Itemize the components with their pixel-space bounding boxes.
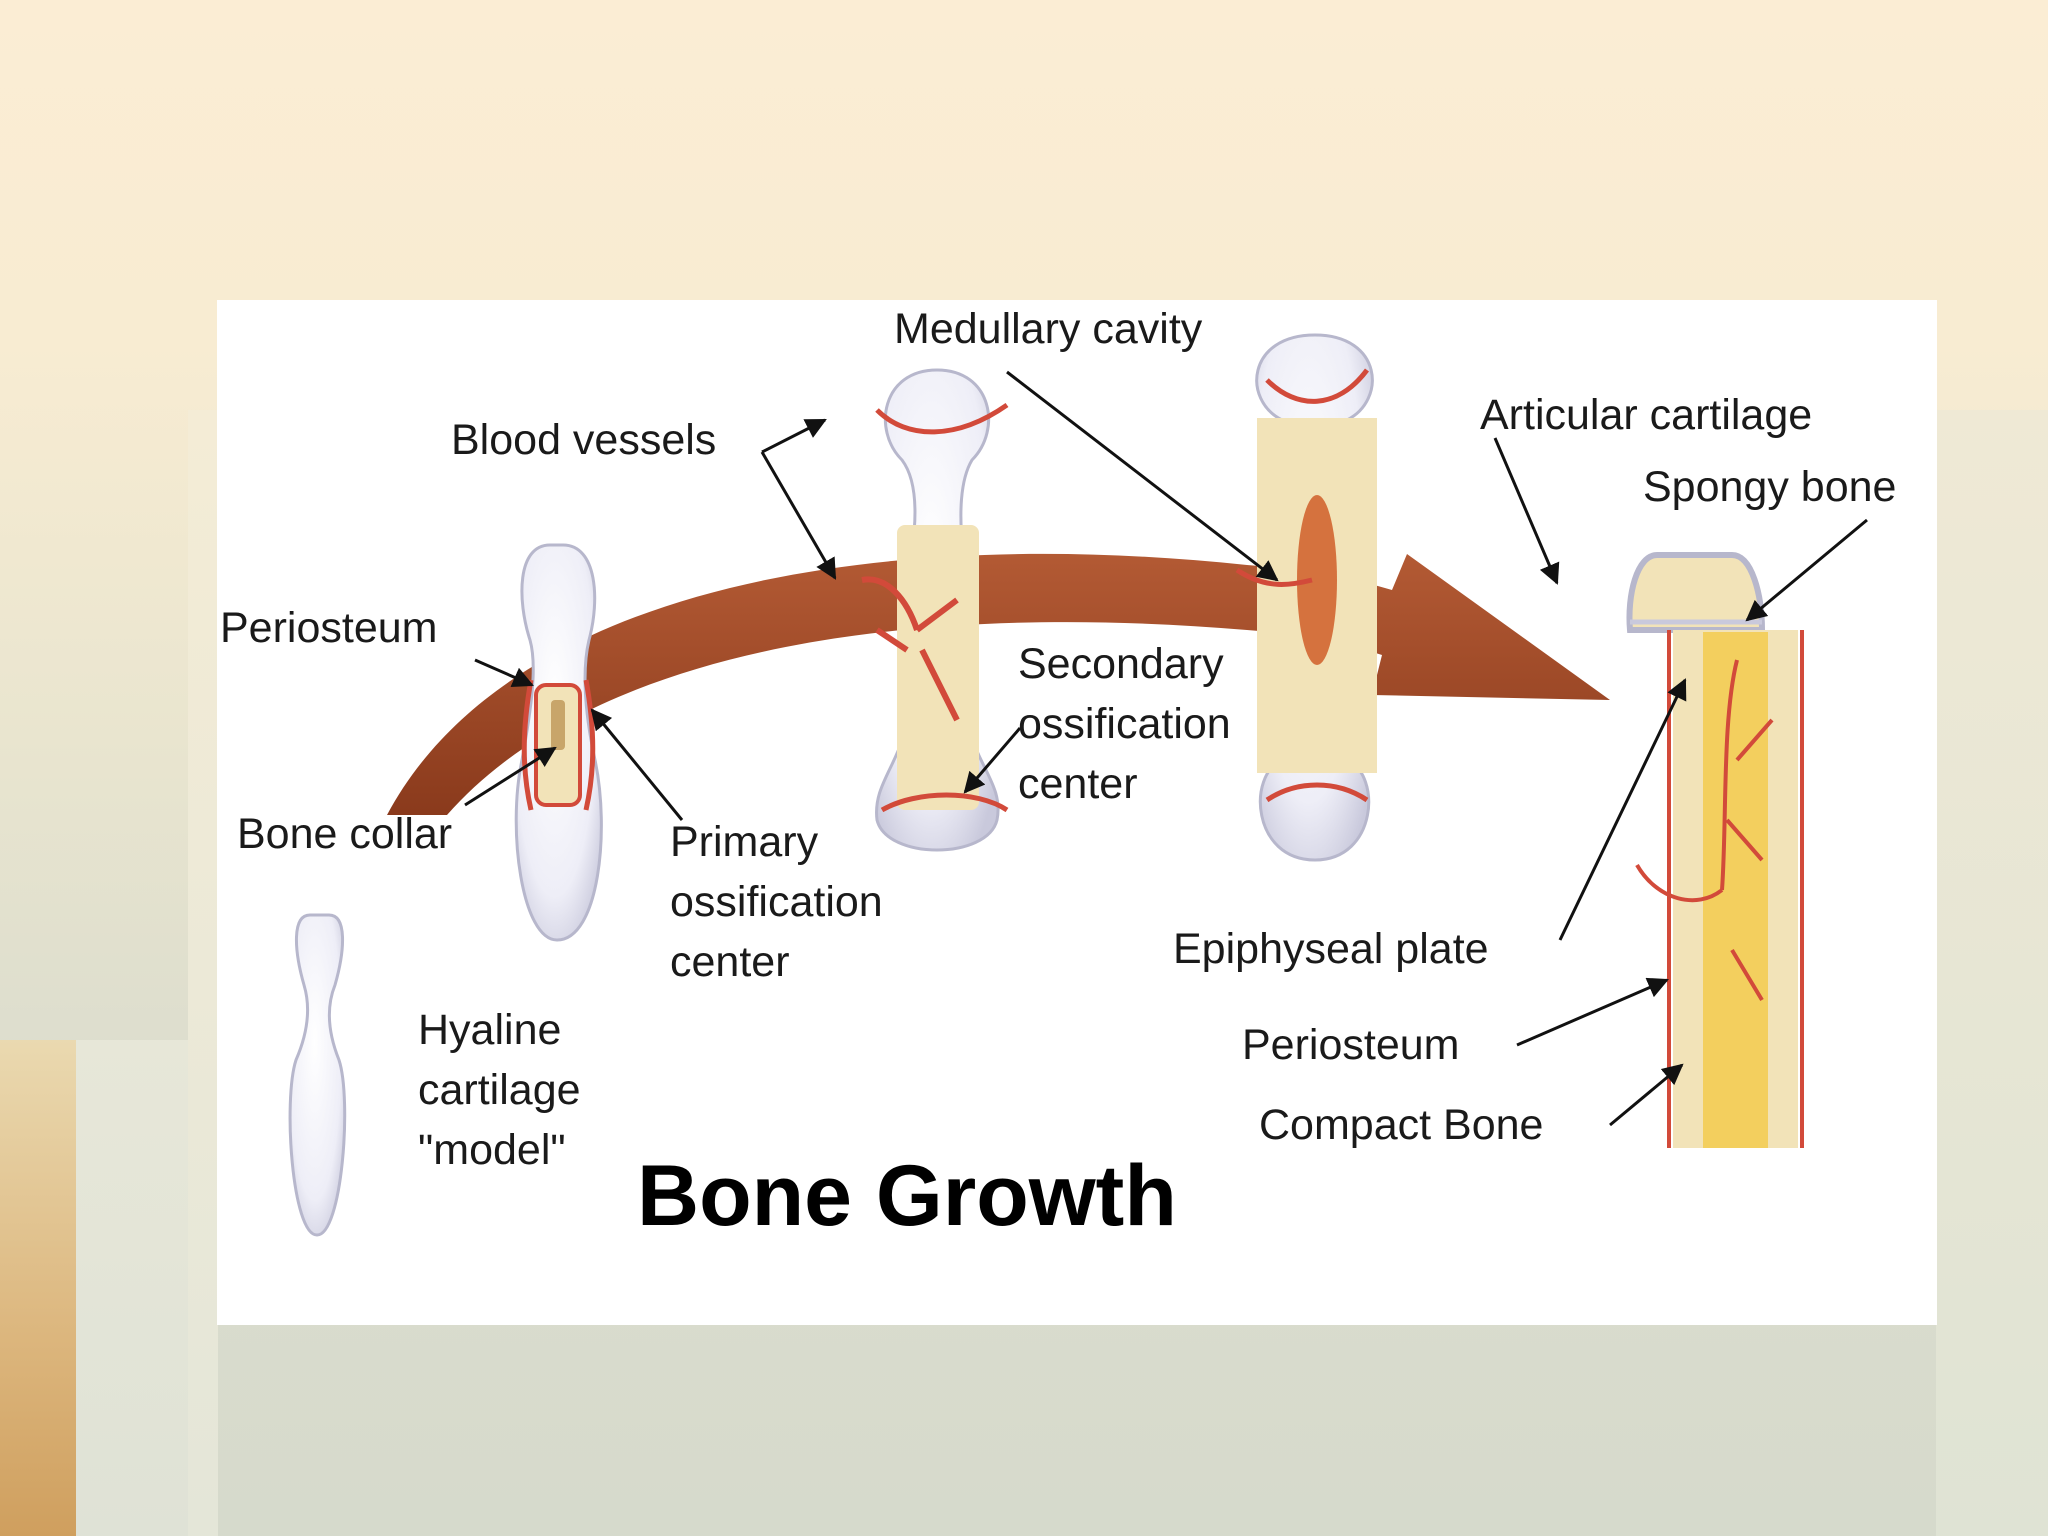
bone-growth-figure: Medullary cavity Blood vessels Articular… [217, 300, 1937, 1325]
figure-title: Bone Growth [637, 1148, 1177, 1244]
pointer-line [1516, 977, 1669, 1047]
pointer-line [1493, 437, 1560, 585]
label-spongy-bone: Spongy bone [1643, 463, 1897, 511]
bone-shaft [897, 525, 979, 810]
pointer-line [761, 418, 827, 454]
periosteum-layer [521, 679, 534, 811]
label-medullary-cavity: Medullary cavity [894, 305, 1203, 353]
pointer-line [963, 727, 1022, 794]
pointer-line [760, 451, 837, 580]
label-blood-vessels: Blood vessels [451, 416, 717, 464]
label-epiphyseal-plate: Epiphyseal plate [1173, 925, 1489, 973]
periosteum-layer [583, 679, 596, 811]
label-compact-bone: Compact Bone [1259, 1101, 1544, 1149]
blood-vessel [1265, 782, 1369, 803]
blood-vessel [1235, 567, 1313, 587]
decorative-strip [188, 410, 218, 1536]
label-periosteum: Periosteum [220, 604, 438, 652]
blood-vessel [880, 792, 1009, 813]
decorative-strip [1936, 410, 2048, 1536]
bone-growth-diagram [288, 333, 1868, 1237]
label-primary-ossification-center: Primary ossification center [670, 818, 883, 986]
decorative-strip [0, 1040, 76, 1536]
decorative-strip [76, 1040, 188, 1536]
pointer-line [464, 746, 557, 807]
medullary-cavity-marrow [1703, 632, 1768, 1148]
label-hyaline-cartilage-model: Hyaline cartilage "model" [418, 1006, 581, 1174]
hyaline-cartilage-model [288, 913, 347, 1237]
label-secondary-ossification-center: Secondary ossification center [1018, 640, 1231, 808]
blood-vessel [875, 402, 1009, 435]
medullary-cavity [1297, 495, 1337, 665]
label-periosteum-mature: Periosteum [1242, 1021, 1460, 1069]
blood-vessel [861, 576, 960, 722]
label-bone-collar: Bone collar [237, 810, 453, 858]
pointer-line [1006, 370, 1279, 582]
mature-bone-head [1626, 552, 1766, 633]
pointer-line [590, 708, 684, 821]
blood-vessel [1265, 368, 1369, 404]
pointer-line [474, 658, 534, 688]
pointer-line [1745, 518, 1868, 622]
pointer-line [1558, 678, 1687, 941]
blood-vessel [1635, 659, 1774, 1002]
primary-ossification-center [551, 700, 565, 750]
pointer-line [1609, 1063, 1684, 1127]
label-articular-cartilage: Articular cartilage [1480, 391, 1813, 439]
